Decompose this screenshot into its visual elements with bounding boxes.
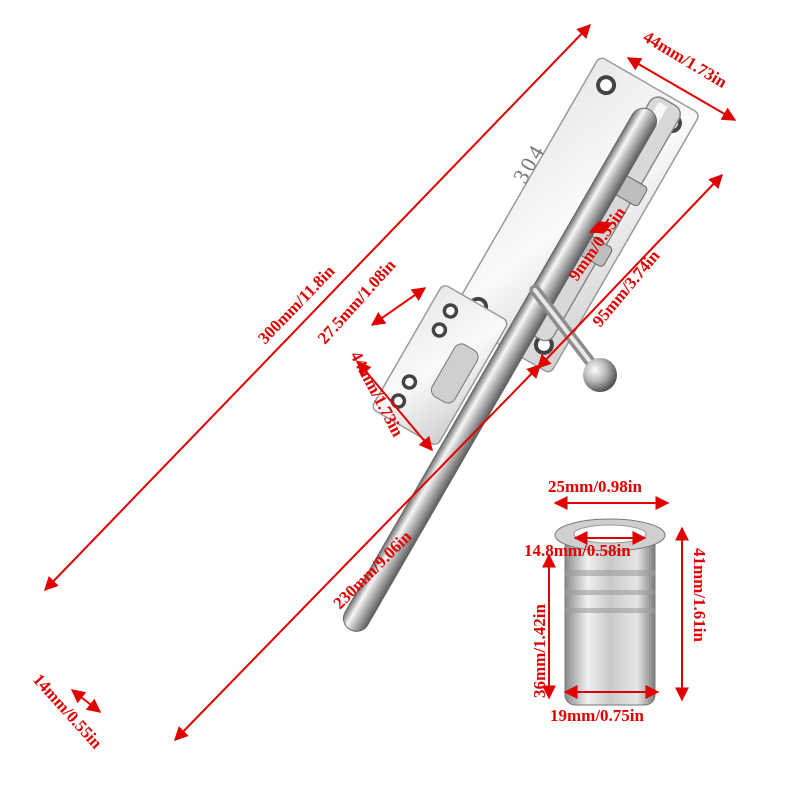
screw-hole	[596, 75, 617, 96]
dim-label-cup-body-diameter: 19mm/0.75in	[550, 706, 645, 725]
dim-label-cup-outer: 25mm/0.98in	[548, 477, 643, 496]
dim-line-rod-diameter	[70, 689, 102, 713]
dim-label-rod-diameter: 14mm/0.55in	[29, 670, 106, 753]
dim-label-cup-height: 41mm/1.61in	[690, 548, 709, 643]
dim-line-plate-width	[626, 57, 737, 121]
dim-label-cup-inner: 14.8mm/0.58in	[524, 541, 631, 560]
dim-label-cup-body-height: 36mm/1.42in	[530, 603, 549, 698]
dim-line-plate-length	[537, 173, 723, 370]
dim-label-plate-width: 44mm/1.73in	[640, 27, 731, 92]
dim-line-rod-length	[174, 363, 541, 742]
dim-line-total-length	[44, 23, 591, 592]
dim-line-keeper-length	[370, 287, 427, 326]
